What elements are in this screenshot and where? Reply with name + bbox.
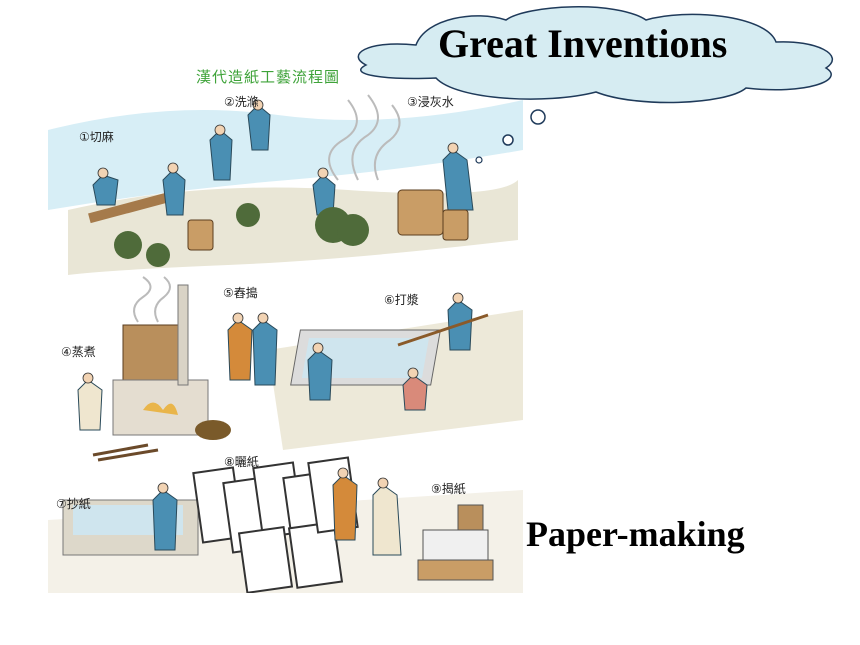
step-label-3: ③浸灰水: [407, 95, 454, 109]
step-label-2: ②洗滌: [224, 95, 259, 109]
papermaking-process-image: [48, 90, 523, 593]
title-cloud-callout: [346, 0, 846, 170]
slide-title: Great Inventions: [438, 21, 728, 66]
step-label-7: ⑦抄紙: [56, 497, 91, 511]
step-label-9: ⑨揭紙: [431, 482, 466, 496]
step-label-4: ④蒸煮: [61, 345, 96, 359]
step-label-5: ⑤舂搗: [223, 286, 258, 300]
step-label-1: ①切麻: [79, 130, 114, 144]
illustration-caption: 漢代造紙工藝流程圖: [196, 68, 341, 86]
step-label-8: ⑧曬紙: [224, 455, 259, 469]
step-label-6: ⑥打漿: [384, 293, 419, 307]
papermaking-illustration: 漢代造紙工藝流程圖 ①切麻 ②洗滌 ③浸灰水 ④蒸煮 ⑤舂搗 ⑥打漿 ⑦抄紙 ⑧…: [48, 60, 523, 593]
slide-subtitle: Paper-making: [526, 514, 745, 554]
cloud-shape: [357, 6, 834, 164]
